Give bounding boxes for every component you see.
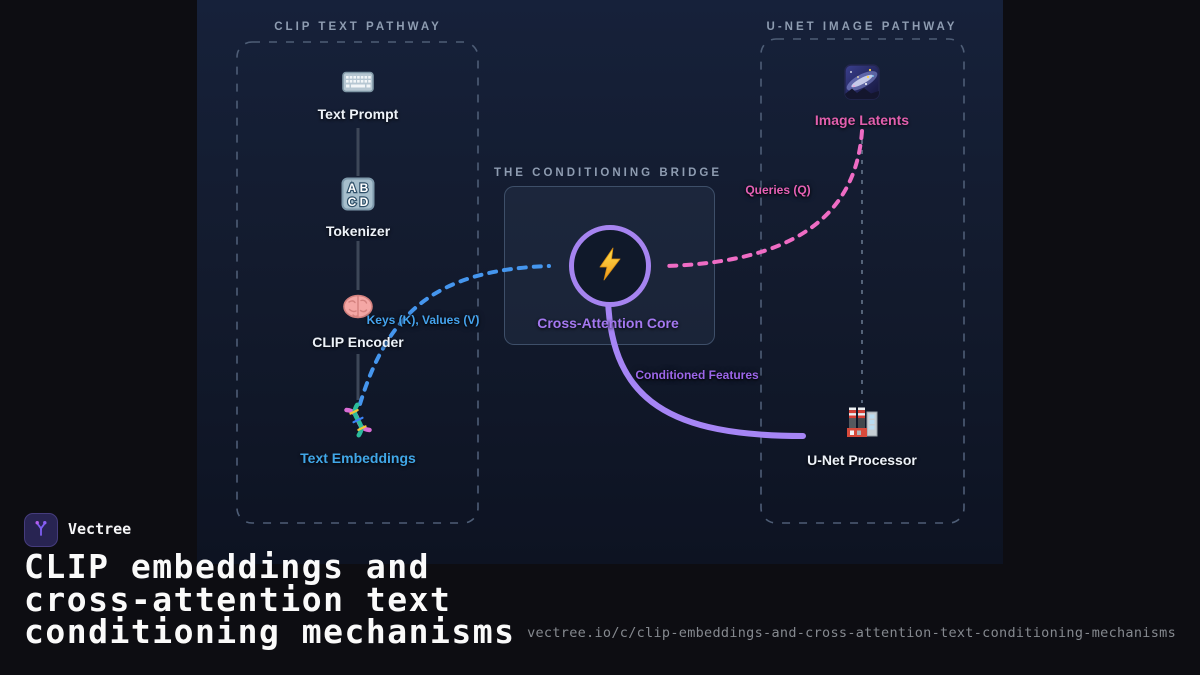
- svg-text:D: D: [360, 195, 369, 209]
- node-label-unet-processor: U-Net Processor: [807, 452, 917, 468]
- page-title-line-2: cross-attention text: [24, 579, 452, 619]
- node-label-tokenizer: Tokenizer: [325, 223, 391, 239]
- page-title: CLIP embeddings and cross-attention text…: [24, 550, 516, 651]
- galaxy-icon: [844, 64, 880, 105]
- node-image-latents: Image Latents: [777, 64, 947, 128]
- node-label-text-prompt: Text Prompt: [317, 106, 399, 122]
- node-text-embeddings: Text Embeddings: [273, 402, 443, 466]
- node-label-clip-encoder: CLIP Encoder: [312, 334, 404, 350]
- dna-icon: [340, 402, 376, 443]
- node-label-text-embeddings: Text Embeddings: [300, 450, 416, 466]
- cross-attention-core-label: Cross-Attention Core: [537, 315, 679, 331]
- svg-text:C: C: [348, 195, 357, 209]
- clip-pathway-title: CLIP TEXT PATHWAY: [274, 21, 442, 33]
- edge-label-conditioned-features: Conditioned Features: [635, 368, 759, 382]
- node-unet-processor: U-Net Processor: [777, 406, 947, 468]
- bridge-title: THE CONDITIONING BRIDGE: [493, 167, 723, 179]
- factory-icon: [844, 406, 880, 445]
- page-title-line-3: conditioning mechanisms: [24, 612, 516, 651]
- edge-label-queries: Queries (Q): [745, 183, 811, 197]
- keyboard-icon: [342, 70, 374, 99]
- svg-text:A: A: [348, 181, 357, 195]
- edge-label-keys-values: Keys (K), Values (V): [366, 313, 480, 327]
- unet-pathway-title: U-NET IMAGE PATHWAY: [766, 21, 958, 33]
- lightning-icon: [592, 246, 628, 287]
- cross-attention-core-circle: [569, 225, 651, 307]
- node-text-prompt: Text Prompt: [273, 70, 443, 122]
- vectree-logo: [24, 513, 58, 547]
- svg-text:B: B: [360, 181, 369, 195]
- page-url: vectree.io/c/clip-embeddings-and-cross-a…: [527, 625, 1176, 641]
- node-label-image-latents: Image Latents: [814, 112, 910, 128]
- vectree-logo-icon: [31, 518, 51, 543]
- brand-name: Vectree: [68, 520, 132, 538]
